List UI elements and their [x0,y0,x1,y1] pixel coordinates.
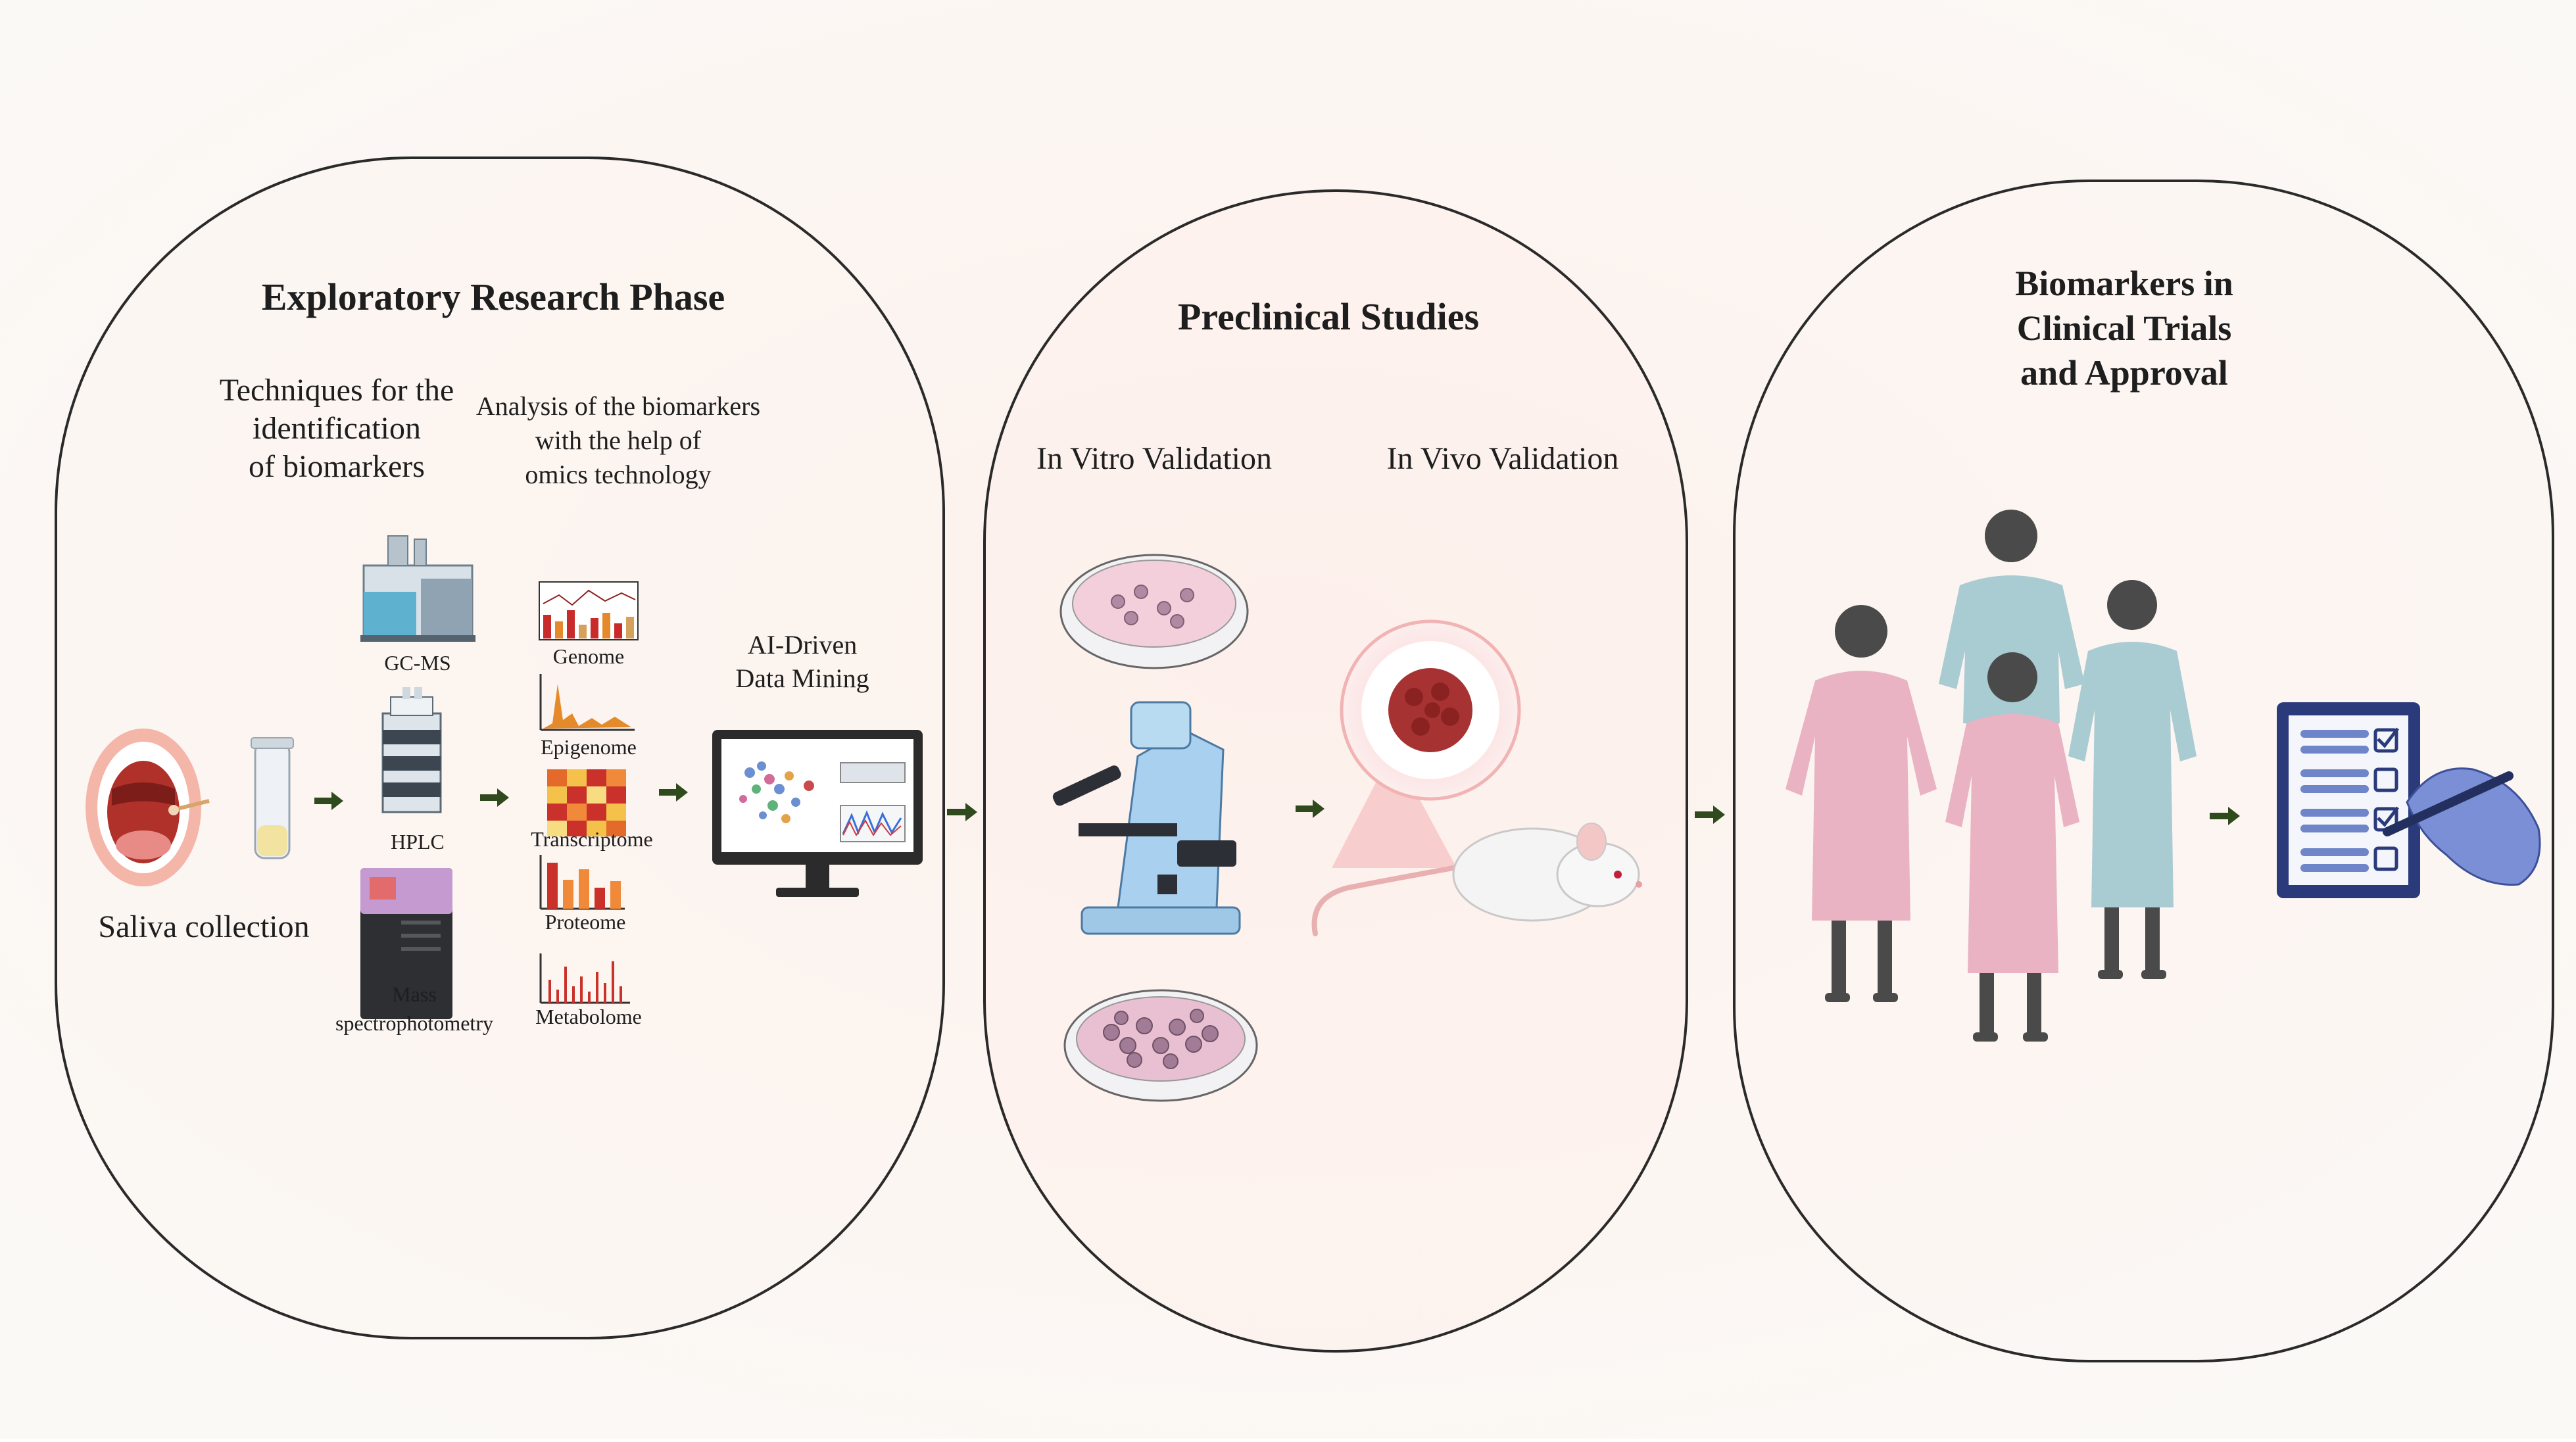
ai-driven-line-1: AI-Driven [747,630,858,660]
genome-label: Genome [552,644,625,668]
in-vitro-label: In Vitro Validation [1036,441,1272,476]
analysis-line-2: with the help of [535,425,702,455]
mass-label-line-1: Mass [392,982,437,1006]
techniques-line-3: of biomarkers [249,449,425,484]
exploratory-title: Exploratory Research Phase [261,276,725,318]
clipboard-icon [2277,702,2420,898]
patient-icon [2068,580,2197,979]
petri-dish-icon [1063,989,1258,1102]
saliva-tube-icon [251,737,294,859]
hand-pen-icon [2383,767,2541,886]
arrow-right-icon [947,803,977,821]
arrow-right-icon [659,783,688,802]
mouse-icon [1311,823,1642,936]
clinical-title-line-1: Biomarkers in [2015,264,2233,303]
genome-chart-icon [539,581,639,640]
patient-icon [1945,652,2079,1042]
patient-icon [1786,605,1937,1002]
gc-ms-label: GC-MS [384,651,451,675]
metabolome-label: Metabolome [535,1005,642,1028]
clinical-title-line-2: Clinical Trials [2016,308,2232,348]
hplc-instrument-icon [381,687,442,813]
techniques-line-2: identification [253,411,421,446]
in-vivo-label: In Vivo Validation [1386,441,1619,476]
analysis-line-3: omics technology [525,460,712,489]
hplc-label: HPLC [391,830,445,853]
saliva-collection-label: Saliva collection [98,909,310,944]
microscope-icon [1052,701,1241,935]
mass-spectrometer-icon [360,868,452,1019]
proteome-chart-icon [539,855,625,910]
techniques-line-1: Techniques for the [219,373,454,408]
mass-label-line-2: spectrophotometry [335,1011,493,1035]
tumor-icon [1332,619,1521,868]
petri-dish-icon [1059,554,1249,669]
ai-driven-line-2: Data Mining [735,663,869,693]
arrow-right-icon [314,792,343,810]
preclinical-title: Preclinical Studies [1177,295,1480,338]
epigenome-chart-icon [539,674,635,731]
preclinical-panel [983,189,1688,1353]
transcriptome-label: Transcriptome [531,827,653,851]
patient-icon [1939,510,2085,723]
gc-ms-instrument-icon [360,535,475,642]
monitor-icon [712,730,923,897]
arrow-right-icon [480,788,509,807]
arrow-right-icon [1296,800,1324,818]
proteome-label: Proteome [545,910,626,934]
metabolome-chart-icon [539,953,630,1004]
analysis-line-1: Analysis of the biomarkers [475,391,761,421]
transcriptome-heatmap-icon [547,769,626,836]
arrow-right-icon [1695,805,1725,824]
arrow-right-icon [2210,807,2240,825]
clinical-title-line-3: and Approval [2020,353,2228,393]
epigenome-label: Epigenome [541,735,637,759]
open-mouth-icon [85,729,210,886]
exploratory-panel [55,156,945,1339]
